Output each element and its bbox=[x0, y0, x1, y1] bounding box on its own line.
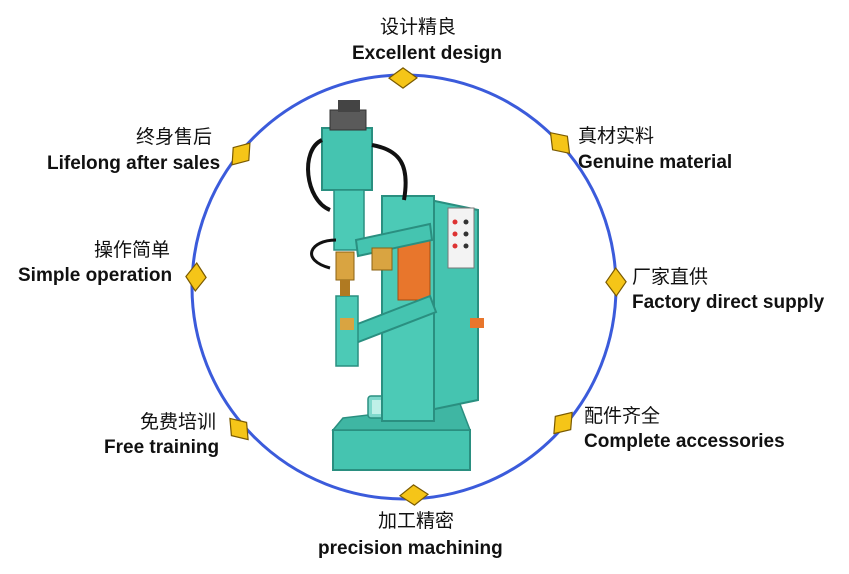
diamond-marker-operation bbox=[185, 261, 207, 293]
feature-label-en-accessories: Complete accessories bbox=[584, 431, 785, 452]
feature-label-en-training: Free training bbox=[104, 437, 220, 458]
feature-label-en-material: Genuine material bbox=[578, 152, 733, 173]
diamond-marker-design bbox=[387, 67, 419, 89]
feature-label-cn-material: 真材实料 bbox=[578, 125, 655, 147]
feature-label-en-machining: precision machining bbox=[318, 538, 503, 559]
feature-markers bbox=[185, 67, 627, 506]
diamond-marker-aftersales bbox=[231, 142, 251, 166]
feature-label-en-factory: Factory direct supply bbox=[632, 292, 825, 313]
feature-label-cn-design: 设计精良 bbox=[380, 16, 457, 38]
diamond-marker-factory bbox=[605, 266, 627, 298]
feature-label-cn-training: 免费培训 bbox=[140, 411, 217, 433]
welding-machine-image bbox=[306, 100, 484, 471]
feature-label-en-design: Excellent design bbox=[352, 43, 502, 64]
feature-label-cn-accessories: 配件齐全 bbox=[584, 405, 661, 427]
diamond-marker-machining bbox=[398, 484, 430, 506]
feature-label-en-operation: Simple operation bbox=[18, 265, 173, 286]
feature-label-en-aftersales: Lifelong after sales bbox=[47, 153, 221, 174]
feature-label-cn-machining: 加工精密 bbox=[378, 510, 455, 532]
feature-label-cn-aftersales: 终身售后 bbox=[136, 126, 213, 148]
diamond-marker-accessories bbox=[553, 411, 573, 435]
diamond-marker-training bbox=[229, 417, 249, 441]
feature-label-cn-factory: 厂家直供 bbox=[632, 266, 709, 288]
feature-label-cn-operation: 操作简单 bbox=[94, 239, 171, 261]
diamond-marker-material bbox=[549, 131, 571, 155]
